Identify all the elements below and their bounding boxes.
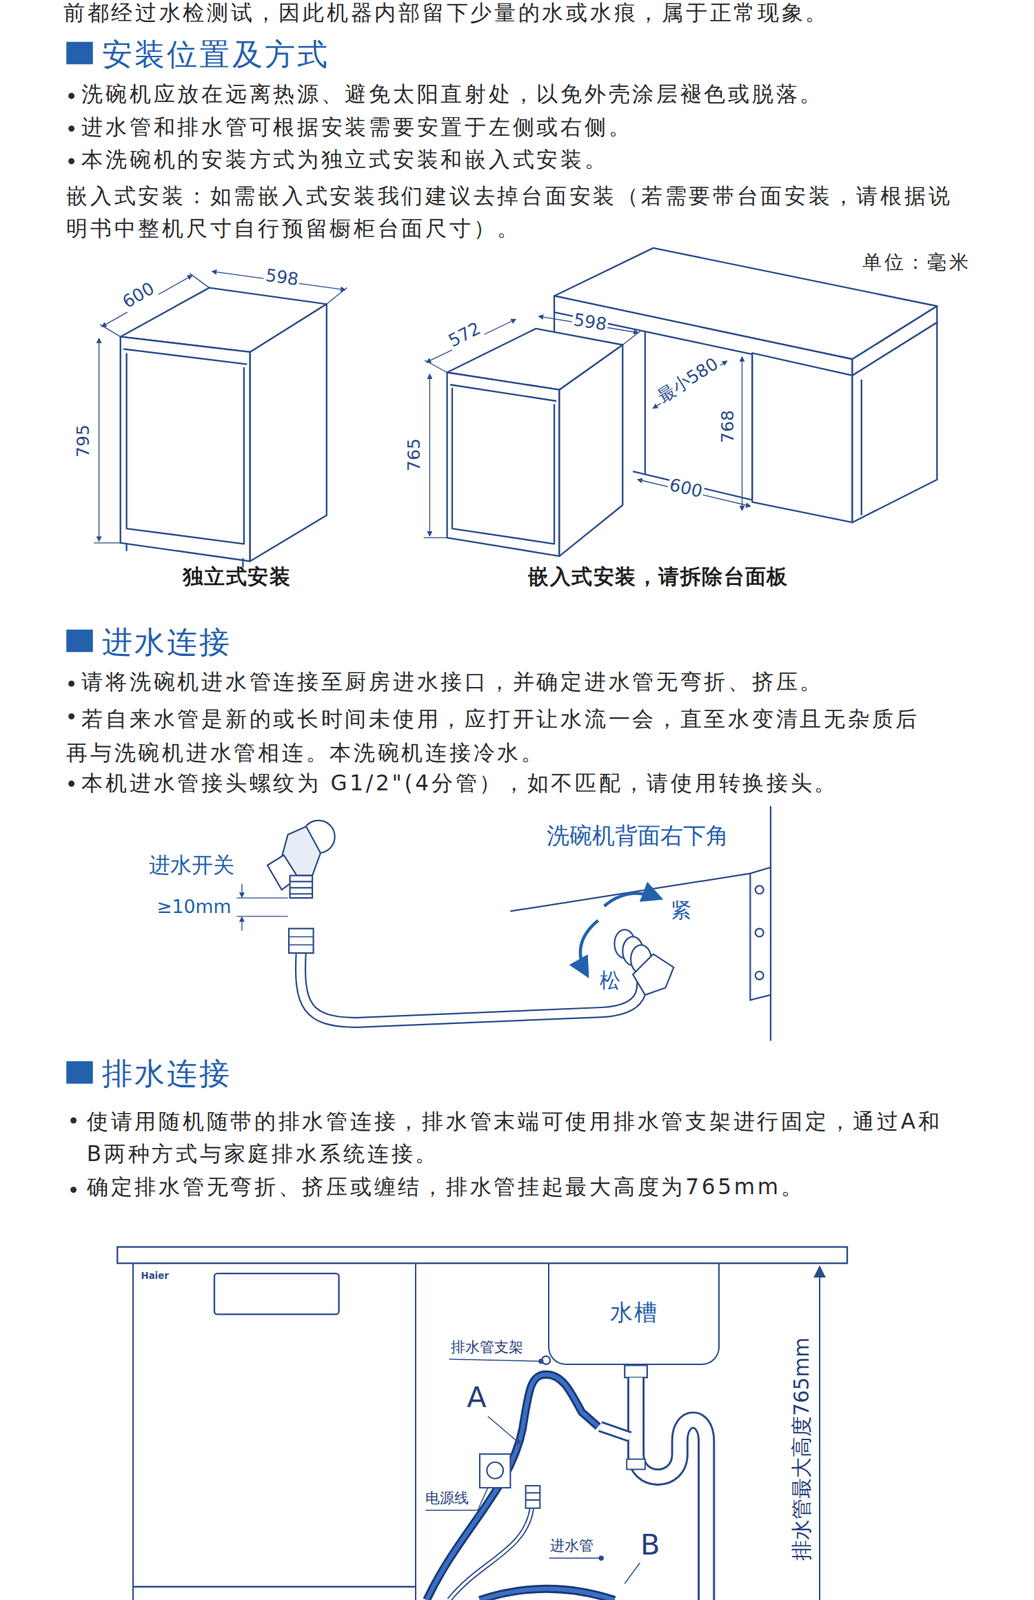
height-arrow — [813, 1265, 826, 1600]
dishwasher-front-details — [132, 1273, 417, 1588]
figure-caption: 独立式安装 — [182, 565, 291, 591]
dimension: 598 — [570, 309, 610, 336]
built-in-dishwasher — [447, 328, 624, 557]
sink-basin: 水槽 — [548, 1263, 720, 1366]
water-tap — [267, 820, 336, 899]
part-label: 电源线 — [423, 1489, 471, 1507]
countertop — [117, 1247, 848, 1265]
section-heading: 安装位置及方式 — [102, 35, 330, 73]
gap-dimension — [237, 883, 289, 931]
bullet-text: 进水管和排水管可根据安装需要安置于左侧或右侧。 — [81, 114, 633, 140]
node-text: 水槽 — [610, 1298, 658, 1330]
part-label: 洗碗机背面右下角 — [545, 823, 731, 851]
dimension: 768 — [717, 408, 739, 445]
dimension: 600 — [665, 474, 706, 504]
part-label: 排水管支架 — [449, 1338, 525, 1356]
intro-text: 前都经过水检测试，因此机器内部留下少量的水或水痕，属于正常现象。 — [63, 0, 830, 26]
turn-arrows — [580, 893, 660, 975]
section-heading: 排水连接 — [102, 1055, 232, 1092]
unit-note: 单位：毫米 — [862, 250, 971, 275]
dishwasher-back-panel — [510, 806, 771, 1042]
height-label: 排水管最大高度765mm — [789, 1336, 815, 1563]
drain-hose — [426, 1356, 615, 1600]
dimension: 795 — [73, 423, 94, 460]
dimension: 765 — [403, 437, 425, 473]
bullet-text: 本洗碗机的安装方式为独立式安装和嵌入式安装。 — [81, 146, 608, 173]
direction-label: 紧 — [669, 899, 693, 925]
dimension: ≥10mm — [155, 896, 233, 919]
leader-lines — [425, 1360, 641, 1585]
bullet-text: 使请用随机随带的排水管连接，排水管末端可使用排水管支架进行固定，通过A和B两种方… — [86, 1105, 945, 1172]
bullet-text: 若自来水管是新的或长时间未使用，应打开让水流一会，直至水变清且无杂质后再与洗碗机… — [66, 702, 935, 770]
dishwasher-front: Haier — [132, 1263, 417, 1600]
bullets — [68, 93, 77, 1194]
figure-caption: 嵌入式安装，请拆除台面板 — [528, 565, 789, 591]
freestanding-dishwasher — [120, 288, 327, 569]
direction-label: 松 — [598, 969, 622, 995]
bullet-text: 本机进水管接头螺纹为 G1/2"(4分管），如不匹配，请使用转换接头。 — [81, 770, 839, 797]
bullet-text: 确定排水管无弯折、挤压或缠结，排水管挂起最大高度为765mm。 — [86, 1174, 806, 1201]
section-heading: 进水连接 — [102, 623, 232, 661]
note-text: 嵌入式安装：如需嵌入式安装我们建议去掉台面安装（若需要带台面安装，请根据说明书中… — [66, 179, 955, 246]
dimension: 572 — [443, 317, 486, 353]
sink-trap — [600, 1365, 707, 1600]
dimension-lines — [93, 271, 347, 544]
option-letter: A — [465, 1381, 488, 1416]
inlet-hose — [288, 929, 642, 1023]
bullet-text: 洗碗机应放在远离热源、避免太阳直射处，以免外壳涂层褪色或脱落。 — [81, 81, 824, 107]
part-label: 进水管 — [548, 1537, 595, 1556]
dimension: 最小580 — [652, 352, 724, 409]
outlet-and-valve — [449, 1454, 541, 1600]
part-label: 进水开关 — [147, 852, 236, 879]
dimension: 600 — [117, 277, 160, 314]
node-text: Haier — [140, 1271, 169, 1282]
bullet-text: 请将洗碗机进水管连接至厨房进水接口，并确定进水管无弯折、挤压。 — [81, 669, 824, 695]
dimension: 598 — [262, 264, 302, 291]
dimension-lines — [423, 316, 642, 538]
option-letter: B — [639, 1528, 662, 1564]
